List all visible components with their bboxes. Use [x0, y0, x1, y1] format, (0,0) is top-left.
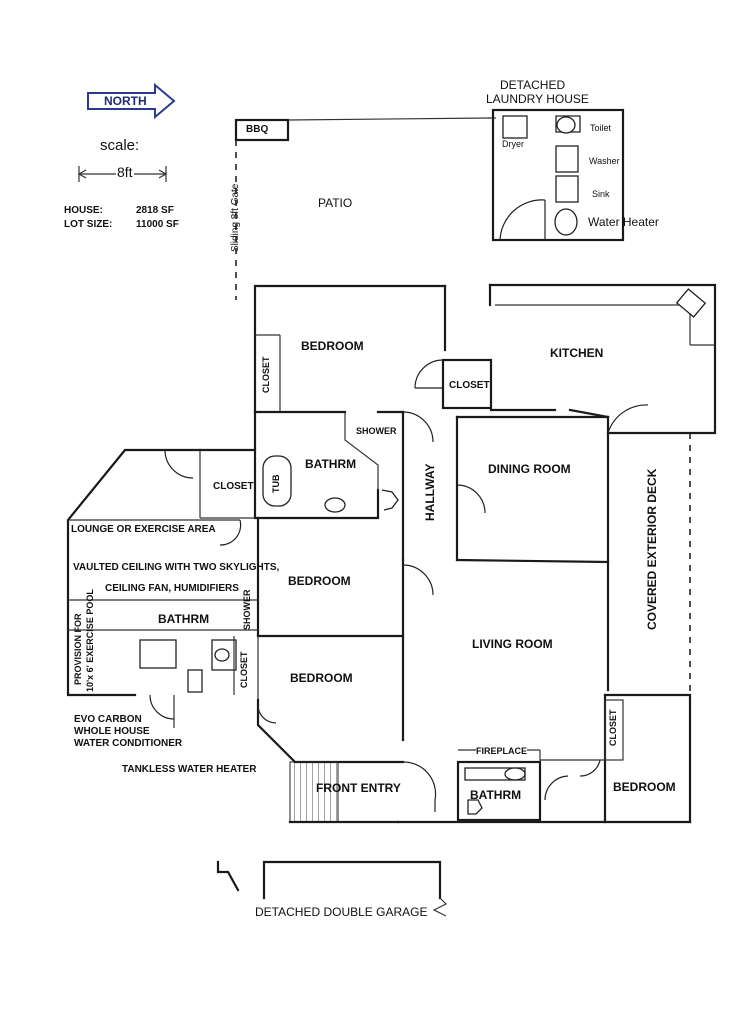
bbq-label: BBQ [246, 124, 269, 135]
shower-sw-label: SHOWER [242, 589, 252, 631]
bathroom-master-label: BATHRM [305, 457, 357, 471]
patio-label: PATIO [318, 196, 353, 210]
bedroom-se-label: BEDROOM [613, 780, 676, 794]
evo-note-line2: WHOLE HOUSE [74, 726, 150, 737]
closet-sw-label: CLOSET [239, 651, 249, 688]
dining-room-label: DINING ROOM [488, 462, 571, 476]
house-value: 2818 SF [136, 205, 174, 216]
lot-label: LOT SIZE: [64, 219, 113, 230]
living-room-label: LIVING ROOM [472, 637, 553, 651]
bedroom-nw-label: BEDROOM [301, 339, 364, 353]
tankless-note: TANKLESS WATER HEATER [122, 764, 257, 775]
shower-master-label: SHOWER [356, 426, 397, 436]
evo-note-line3: WATER CONDITIONER [74, 738, 183, 749]
garage-label: DETACHED DOUBLE GARAGE [255, 905, 428, 919]
pool-label-line1: PROVISION FOR [73, 613, 83, 685]
scale-value: 8ft [116, 164, 134, 180]
water-heater-label: Water Heater [588, 215, 659, 229]
vaulted-ceiling-label: VAULTED CEILING WITH TWO SKYLIGHTS, [73, 562, 280, 573]
garage-outline [216, 860, 448, 917]
sink-label: Sink [592, 189, 610, 199]
north-label: NORTH [104, 94, 147, 108]
washer-label: Washer [589, 156, 620, 166]
evo-note-line1: EVO CARBON [74, 714, 142, 725]
dryer-label: Dryer [502, 139, 524, 149]
laundry-house-walls [491, 108, 625, 242]
pool-label-line2: 10'x 6' EXERCISE POOL [85, 589, 95, 692]
ceiling-fan-label: CEILING FAN, HUMIDIFIERS [105, 583, 239, 594]
bathroom-sw-label: BATHRM [158, 612, 210, 626]
hallway-label: HALLWAY [423, 463, 437, 521]
lot-value: 11000 SF [136, 219, 179, 230]
closet-se-label: CLOSET [608, 709, 618, 746]
front-entry-label: FRONT ENTRY [316, 781, 401, 795]
closet-west-label: CLOSET [213, 481, 254, 492]
closet-hall-label: CLOSET [449, 380, 490, 391]
gate-label: Sliding 8ft Gate [230, 183, 241, 252]
laundry-title-line1: DETACHED [500, 78, 566, 92]
north-arrow-icon [87, 82, 176, 120]
kitchen-label: KITCHEN [550, 346, 604, 360]
laundry-title-line2: LAUNDRY HOUSE [486, 92, 589, 106]
fireplace-label: FIREPLACE [476, 746, 528, 756]
tub-label: TUB [271, 474, 281, 494]
patio-boundary [234, 117, 496, 300]
closet-nw-label: CLOSET [261, 356, 271, 393]
scale-label: scale: [100, 137, 140, 154]
lounge-label: LOUNGE OR EXERCISE AREA [71, 524, 216, 535]
bathroom-s-label: BATHRM [470, 788, 522, 802]
bedroom-sw-label: BEDROOM [290, 671, 353, 685]
house-walls [66, 283, 717, 824]
house-label: HOUSE: [64, 205, 103, 216]
toilet-label: Toilet [590, 123, 612, 133]
bedroom-mid-label: BEDROOM [288, 574, 351, 588]
covered-deck-label: COVERED EXTERIOR DECK [645, 468, 659, 630]
